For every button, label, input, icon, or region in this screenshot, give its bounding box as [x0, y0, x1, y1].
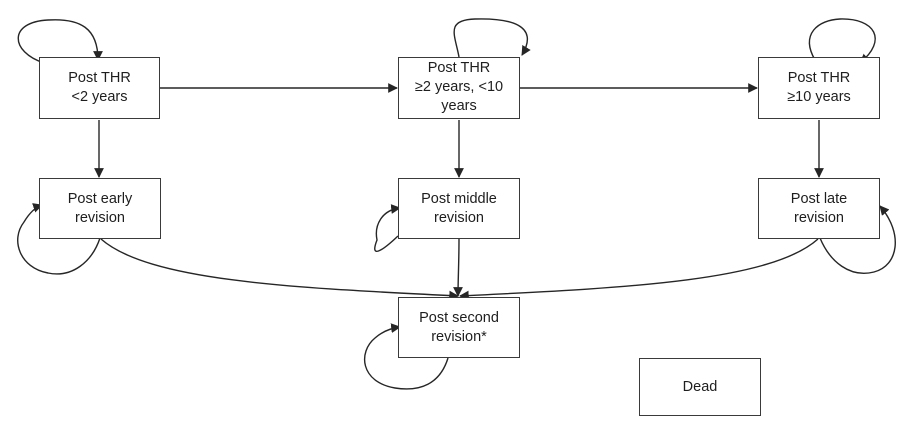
node-label-line: revision: [794, 209, 844, 226]
node-post-thr-ge10: Post THR ≥10 years: [758, 57, 880, 119]
node-label-line: years: [441, 98, 477, 114]
node-label-line: Post second: [419, 309, 499, 326]
node-post-thr-lt2: Post THR <2 years: [39, 57, 160, 119]
node-label-line: Post middle: [421, 190, 497, 207]
node-dead: Dead: [639, 358, 761, 416]
node-label-line: revision*: [431, 328, 487, 345]
self-loop-post-thr-lt2: [17, 19, 103, 64]
node-label-line: revision: [75, 209, 125, 226]
node-post-thr-2to10: Post THR ≥2 years, <10 years: [398, 57, 520, 119]
node-label-line: <2 years: [71, 89, 128, 105]
self-loop-post-early-revision: [17, 203, 101, 275]
node-label-line: Post late: [790, 190, 848, 207]
node-label-line: Post THR: [68, 70, 131, 86]
node-post-early-revision: Post early revision: [39, 178, 161, 239]
node-label-line: Dead: [682, 378, 718, 395]
node-label-line: ≥2 years, <10: [414, 79, 504, 95]
self-loop-post-second-revision: [363, 323, 449, 390]
node-post-late-revision: Post late revision: [758, 178, 880, 239]
arrow-middle-to-second-revision: [453, 238, 463, 297]
node-label-line: Post THR: [787, 70, 851, 86]
node-label-line: ≥10 years: [787, 89, 851, 105]
self-loop-post-middle-revision: [374, 204, 401, 252]
node-post-middle-revision: Post middle revision: [398, 178, 520, 239]
node-label-line: Post THR: [427, 60, 491, 76]
arrow-early-to-second-revision: [100, 238, 459, 301]
self-loop-post-late-revision: [819, 205, 896, 274]
node-label-line: revision: [434, 209, 484, 226]
node-label-line: Post early: [67, 190, 133, 207]
self-loop-post-thr-2to10: [453, 18, 531, 58]
arrow-late-to-second-revision: [459, 238, 819, 301]
node-post-second-revision: Post second revision*: [398, 297, 520, 358]
self-loop-post-thr-ge10: [808, 18, 876, 64]
